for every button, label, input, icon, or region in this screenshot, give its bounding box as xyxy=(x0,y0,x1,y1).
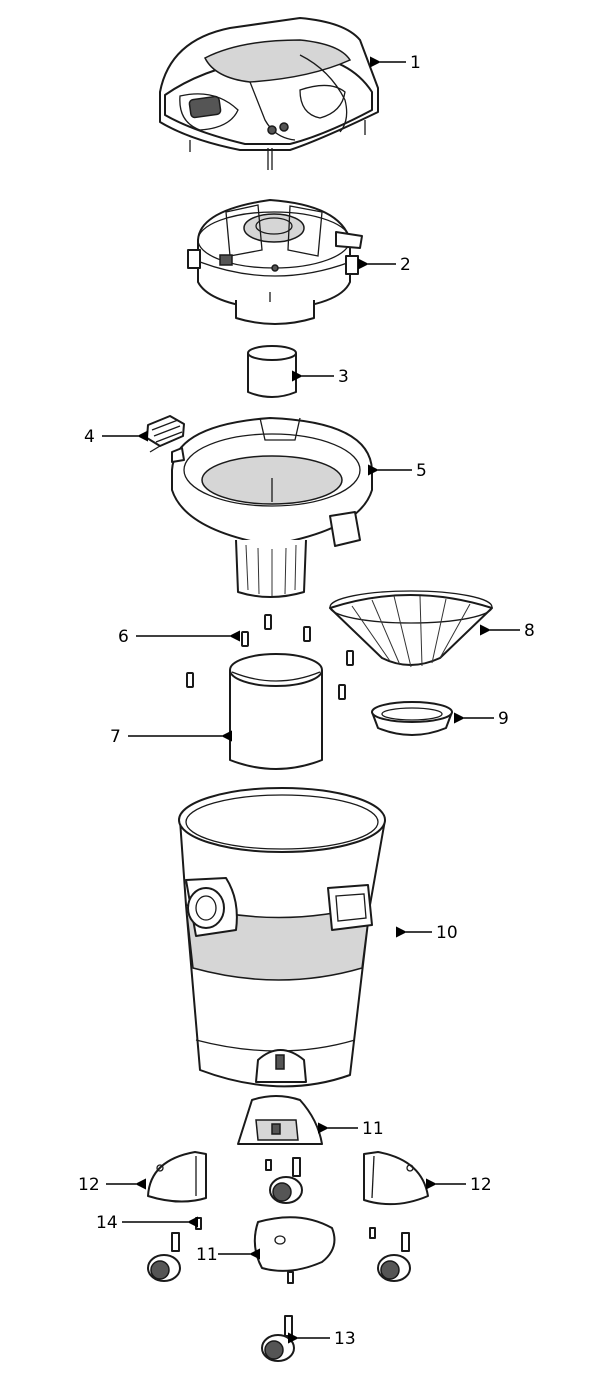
callout-11-lower: 11 xyxy=(196,1245,261,1265)
callout-8: 8 xyxy=(479,621,535,641)
callout-10: 10 xyxy=(395,923,458,943)
caster-wheel-center-top xyxy=(265,1157,303,1204)
caster-wheel-right xyxy=(369,1227,411,1282)
callout-13: 13 xyxy=(287,1329,356,1349)
part-4-latch xyxy=(146,415,185,453)
part-10-drum xyxy=(178,787,386,1088)
part-3-filter xyxy=(247,345,297,398)
callout-10-label: 10 xyxy=(436,923,458,943)
callout-2-label: 2 xyxy=(400,255,411,275)
callout-12-right: 12 xyxy=(425,1175,492,1195)
callout-1: 1 xyxy=(369,53,421,73)
callout-12-left: 12 xyxy=(78,1175,147,1195)
part-13-caster-wheel xyxy=(261,1315,295,1362)
callout-4-label: 4 xyxy=(84,427,95,447)
part-11-bottom-plate xyxy=(253,1216,336,1272)
part-11-caster-mount-upper xyxy=(237,1095,323,1145)
callout-11-upper-label: 11 xyxy=(362,1119,384,1139)
callout-1-label: 1 xyxy=(410,53,421,73)
callout-4: 4 xyxy=(84,427,149,447)
callout-11-lower-label: 11 xyxy=(196,1245,218,1265)
callout-9-label: 9 xyxy=(498,709,509,729)
callout-6-label: 6 xyxy=(118,627,129,647)
callout-5-label: 5 xyxy=(416,461,427,481)
callout-2: 2 xyxy=(357,255,411,275)
part-8-cone xyxy=(329,590,493,668)
callout-9: 9 xyxy=(453,709,509,729)
callout-14-label: 14 xyxy=(96,1213,118,1233)
callout-3: 3 xyxy=(291,367,349,387)
part-9-gasket xyxy=(371,701,453,736)
part-1-head-cover xyxy=(159,17,379,170)
callout-12-right-label: 12 xyxy=(470,1175,492,1195)
callout-7-label: 7 xyxy=(110,727,121,747)
callout-12-left-label: 12 xyxy=(78,1175,100,1195)
part-7-tube xyxy=(229,653,323,770)
callout-5: 5 xyxy=(367,461,427,481)
part-2-motor-assembly xyxy=(187,199,363,325)
part-12-side-cover-left xyxy=(147,1151,207,1203)
callout-13-label: 13 xyxy=(334,1329,356,1349)
caster-wheel-left xyxy=(147,1232,181,1282)
callout-14: 14 xyxy=(96,1213,199,1233)
callout-6: 6 xyxy=(118,627,241,647)
part-12-side-cover-right xyxy=(363,1151,429,1206)
callout-3-label: 3 xyxy=(338,367,349,387)
callout-11-upper: 11 xyxy=(317,1119,384,1139)
part-5-lid-cage xyxy=(171,417,373,598)
callout-7: 7 xyxy=(110,727,233,747)
callout-8-label: 8 xyxy=(524,621,535,641)
